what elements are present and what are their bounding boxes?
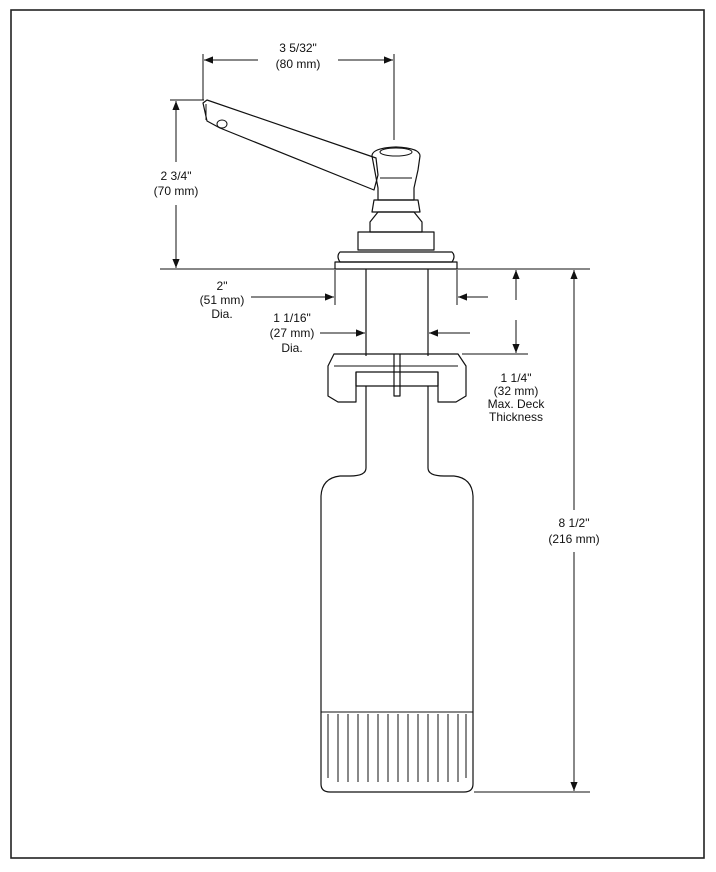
flange-diameter-metric: (51 mm) bbox=[200, 293, 245, 307]
spout-height-dimension: 2 3/4" (70 mm) bbox=[154, 99, 204, 268]
drawing-frame bbox=[10, 9, 705, 859]
deck-thickness-imperial: 1 1/4" bbox=[501, 371, 532, 385]
deck-thickness-metric: (32 mm) bbox=[494, 384, 539, 398]
dispenser-body bbox=[202, 99, 474, 793]
escutcheon-flange bbox=[337, 251, 455, 263]
spout-height-metric: (70 mm) bbox=[154, 184, 199, 198]
bottle bbox=[320, 467, 474, 793]
spout-reach-metric: (80 mm) bbox=[276, 57, 321, 71]
flange-diameter-note: Dia. bbox=[211, 307, 232, 321]
pump-collar bbox=[371, 199, 421, 213]
shank-diameter-note: Dia. bbox=[281, 341, 302, 355]
overall-height-dimension: 8 1/2" (216 mm) bbox=[474, 270, 600, 793]
spout-reach-dimension: 3 5/32" (80 mm) bbox=[202, 41, 395, 140]
flange-diameter-dimension: 2" (51 mm) Dia. bbox=[200, 270, 488, 321]
pump-head bbox=[371, 146, 421, 201]
pump-neck bbox=[369, 211, 423, 233]
mounting-nut bbox=[327, 353, 467, 403]
bottle-ribs bbox=[321, 711, 473, 782]
shank bbox=[365, 269, 429, 356]
bottle-neck bbox=[365, 386, 429, 468]
spout-arm bbox=[202, 99, 379, 191]
shank-diameter-imperial: 1 1/16" bbox=[273, 311, 311, 325]
overall-height-imperial: 8 1/2" bbox=[559, 516, 590, 530]
nut-inner bbox=[355, 372, 439, 387]
escutcheon-base bbox=[334, 261, 458, 270]
shank-diameter-dimension: 1 1/16" (27 mm) Dia. bbox=[270, 311, 470, 355]
nut-slot bbox=[393, 354, 401, 397]
overall-height-metric: (216 mm) bbox=[548, 532, 599, 546]
flange-diameter-imperial: 2" bbox=[217, 279, 228, 293]
spout-height-imperial: 2 3/4" bbox=[161, 169, 192, 183]
deck-thickness-dimension: 1 1/4" (32 mm) Max. Deck Thickness bbox=[488, 270, 546, 424]
escutcheon-upper bbox=[357, 231, 435, 251]
spout-reach-imperial: 3 5/32" bbox=[279, 41, 317, 55]
deck-thickness-note-1: Max. Deck bbox=[488, 397, 546, 411]
deck-thickness-note-2: Thickness bbox=[489, 410, 543, 424]
spout-nozzle bbox=[216, 119, 228, 129]
shank-diameter-metric: (27 mm) bbox=[270, 326, 315, 340]
